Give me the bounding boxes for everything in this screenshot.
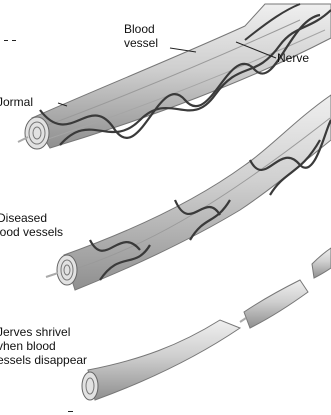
diseased-nerve-end <box>57 255 77 285</box>
normal-nerve-end <box>25 117 49 149</box>
crop-mark <box>68 411 73 412</box>
shriveled-nerve-segment <box>312 248 331 278</box>
shrivel-label-line: vhen blood <box>0 339 87 353</box>
shrivel-label: Jerves shrivel vhen blood essels disappe… <box>0 325 87 367</box>
blood-vessel-label-line: vessel <box>124 36 158 50</box>
shrivel-label-line: Jerves shrivel <box>0 325 87 339</box>
normal-label: Jormal <box>0 95 33 109</box>
normal-nerve-bundle <box>32 4 331 148</box>
crop-mark <box>12 40 16 41</box>
shriveled-nerve-fiber <box>240 318 246 322</box>
shrivel-label-line: essels disappear <box>0 353 87 367</box>
diseased-label: Diseased lood vessels <box>0 211 63 239</box>
shriveled-nerve-segment <box>88 320 240 400</box>
blood-vessel-label: Blood vessel <box>124 22 158 50</box>
diseased-nerve-fiber <box>46 273 58 277</box>
crop-mark <box>4 40 8 41</box>
shriveled-nerve-end <box>82 372 98 400</box>
diseased-label-line: Diseased <box>0 211 63 225</box>
nerve-label: Nerve <box>277 51 309 65</box>
blood-vessel-label-line: Blood <box>124 22 158 36</box>
diseased-label-line: lood vessels <box>0 225 63 239</box>
normal-nerve <box>18 4 331 149</box>
shriveled-nerve-segment <box>244 280 308 328</box>
